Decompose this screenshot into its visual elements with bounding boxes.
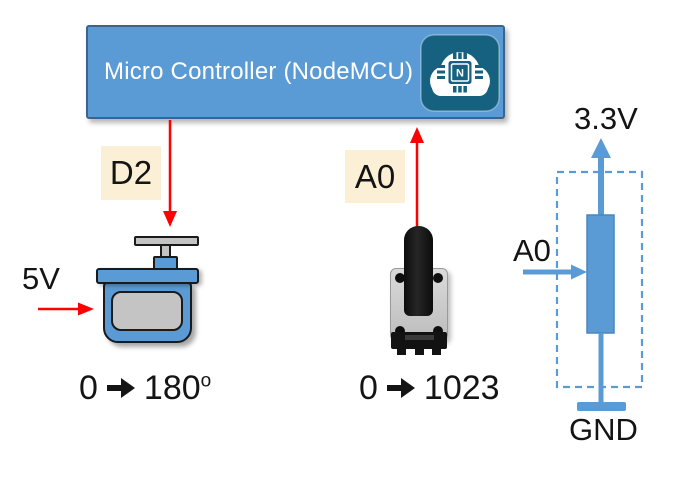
right-arrow-icon xyxy=(386,378,415,398)
a0-wire-arrow xyxy=(410,127,424,227)
resistor-body xyxy=(586,214,615,334)
pot-pin xyxy=(397,349,406,355)
d2-pin-text: D2 xyxy=(109,154,153,191)
chip-glyph: N xyxy=(437,52,483,93)
nodemcu-logo-svg: N xyxy=(420,34,500,112)
5v-power-arrow xyxy=(38,302,94,316)
pot-pin xyxy=(415,349,424,355)
controller-box: Micro Controller (NodeMCU) N xyxy=(86,25,505,119)
pot-range-to: 1023 xyxy=(423,369,500,407)
servo-panel xyxy=(111,291,183,331)
chip-pins xyxy=(437,52,483,93)
gnd-bar xyxy=(577,402,626,411)
servo-power-label: 5V xyxy=(22,261,60,296)
servo-top-cap xyxy=(96,268,199,284)
schematic-ground-label: GND xyxy=(569,412,638,447)
servo-horn-bar xyxy=(134,236,199,246)
vcc-arrow xyxy=(591,138,611,216)
pot-screw xyxy=(433,326,443,336)
servo-horn-hub xyxy=(153,256,178,270)
potentiometer xyxy=(388,226,450,358)
pot-screw xyxy=(395,273,405,283)
servo-range-from: 0 xyxy=(79,369,98,407)
a0-pin-label: A0 xyxy=(345,150,405,203)
pot-range-from: 0 xyxy=(359,369,378,407)
pot-range-text: 0 1023 xyxy=(359,371,500,405)
pot-pin xyxy=(432,349,441,355)
pot-screw xyxy=(433,273,443,283)
right-arrow-icon xyxy=(106,378,135,398)
servo-range-to: 180 xyxy=(143,369,201,407)
schematic-vcc-label: 3.3V xyxy=(574,101,638,136)
servo-range-to-wrap: 180o xyxy=(144,371,211,405)
servo-range-unit: o xyxy=(200,370,212,392)
schematic-signal-label: A0 xyxy=(513,233,551,268)
d2-pin-label: D2 xyxy=(101,146,161,200)
pot-screw xyxy=(395,326,405,336)
pot-knob xyxy=(404,226,433,316)
controller-title: Micro Controller (NodeMCU) xyxy=(104,58,414,85)
pot-base-slot xyxy=(405,335,434,340)
pot-symbol-outline xyxy=(555,170,644,389)
servo-range-text: 0 180o xyxy=(79,371,211,405)
d2-wire-arrow xyxy=(163,120,177,227)
chip-letter: N xyxy=(456,68,464,80)
servo-motor xyxy=(90,236,205,348)
nodemcu-logo-icon: N xyxy=(420,34,500,117)
a0-pin-text: A0 xyxy=(354,157,396,195)
